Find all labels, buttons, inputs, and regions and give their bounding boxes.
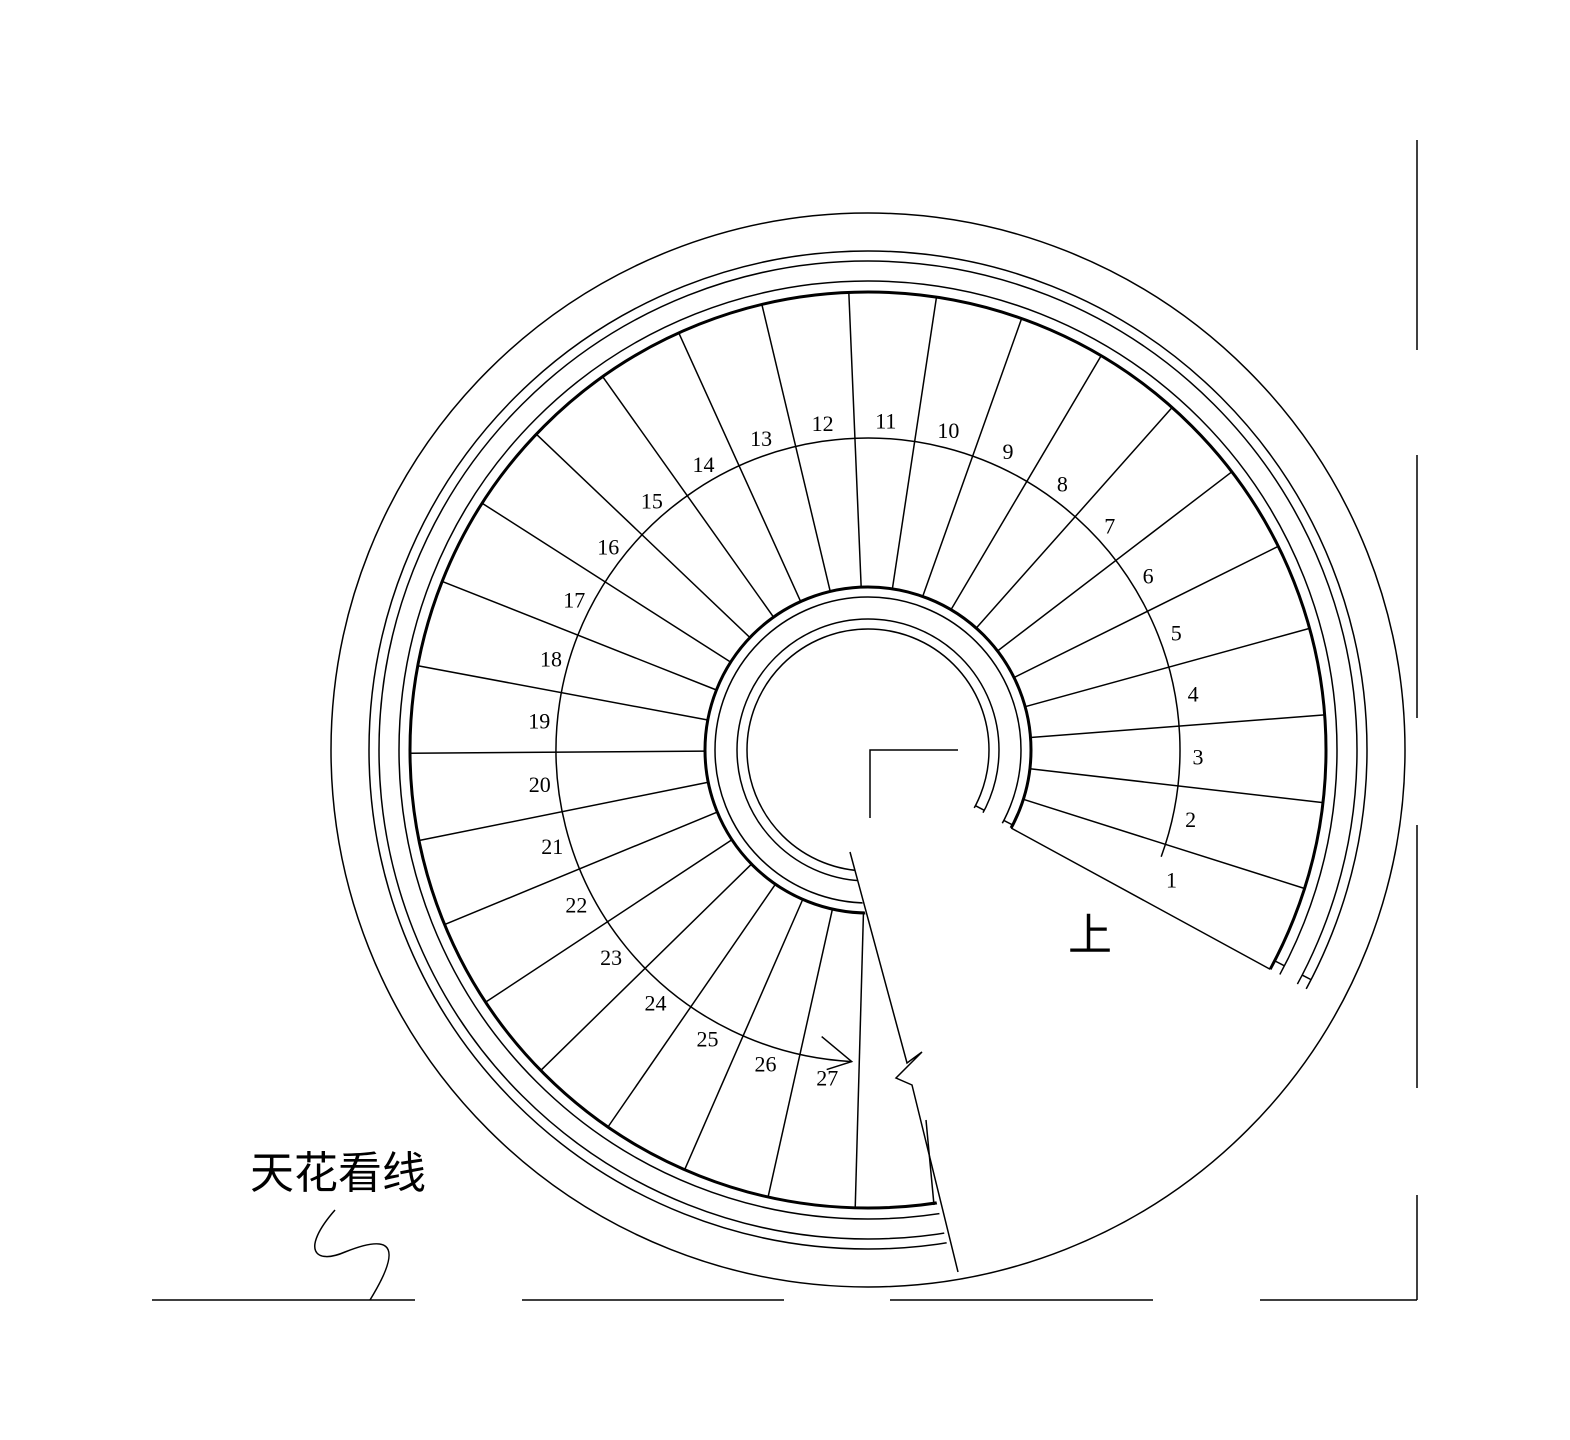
stair-rings bbox=[368, 250, 1368, 1250]
tread-line bbox=[1023, 798, 1305, 890]
walking-line bbox=[555, 437, 1181, 1071]
break-line bbox=[849, 851, 959, 1273]
ring-r499 bbox=[368, 250, 1368, 1250]
step-number-27: 27 bbox=[816, 1065, 838, 1090]
tread-line bbox=[921, 318, 1023, 597]
step-number-11: 11 bbox=[875, 408, 896, 433]
walking-line-arrow-icon bbox=[821, 1035, 854, 1071]
step-number-17: 17 bbox=[563, 588, 585, 613]
step-number-1: 1 bbox=[1166, 867, 1177, 892]
tread-line bbox=[1010, 827, 1271, 970]
step-number-25: 25 bbox=[697, 1026, 719, 1051]
tread-line bbox=[410, 750, 706, 754]
step-number-9: 9 bbox=[1002, 439, 1013, 464]
ring-r489 bbox=[378, 260, 1358, 1240]
ring-r131 bbox=[736, 618, 1000, 882]
tread-line bbox=[444, 811, 718, 926]
ring-r153 bbox=[714, 596, 1022, 904]
ring-r163 bbox=[703, 585, 1033, 915]
tread-line bbox=[1030, 714, 1325, 739]
tread-line bbox=[485, 839, 733, 1003]
step-number-13: 13 bbox=[750, 426, 772, 451]
rail-end-cap bbox=[1274, 960, 1285, 967]
tread-line bbox=[1024, 627, 1310, 708]
step-number-24: 24 bbox=[644, 990, 666, 1015]
tread-line bbox=[441, 580, 717, 691]
tread-line bbox=[602, 376, 775, 618]
step-number-7: 7 bbox=[1104, 513, 1115, 538]
up-label: 上 bbox=[1068, 910, 1112, 961]
center-mark bbox=[869, 749, 958, 818]
tread-line bbox=[418, 781, 709, 842]
ring-r458 bbox=[408, 290, 1328, 1210]
rail-end-cap bbox=[1301, 974, 1312, 981]
step-number-4: 4 bbox=[1188, 681, 1199, 706]
ceiling-line-label: 天花看线 bbox=[250, 1148, 426, 1199]
walking-line-arc bbox=[555, 437, 1181, 1063]
step-number-5: 5 bbox=[1171, 620, 1182, 645]
step-number-2: 2 bbox=[1185, 807, 1196, 832]
step-number-16: 16 bbox=[597, 534, 619, 559]
ceiling-line-squiggle bbox=[314, 1209, 390, 1301]
tread-line bbox=[848, 292, 862, 588]
step-number-14: 14 bbox=[692, 452, 714, 477]
tread-line bbox=[1029, 767, 1324, 804]
step-number-23: 23 bbox=[600, 945, 622, 970]
tread-line bbox=[417, 665, 708, 721]
step-number-8: 8 bbox=[1057, 471, 1068, 496]
step-number-3: 3 bbox=[1192, 744, 1203, 769]
tread-line bbox=[761, 304, 831, 592]
ring-r469 bbox=[398, 280, 1338, 1220]
tread-line bbox=[683, 899, 804, 1170]
step-number-22: 22 bbox=[565, 892, 587, 917]
tread-line bbox=[678, 332, 802, 602]
step-number-19: 19 bbox=[528, 709, 550, 734]
tread-line bbox=[1013, 545, 1279, 679]
step-number-12: 12 bbox=[812, 411, 834, 436]
rail-end-cap bbox=[975, 805, 985, 811]
step-number-21: 21 bbox=[541, 834, 563, 859]
step-number-26: 26 bbox=[754, 1052, 776, 1077]
outer-wall-circle bbox=[330, 212, 1406, 1288]
tread-line bbox=[950, 355, 1102, 611]
tread-line bbox=[540, 863, 753, 1071]
last-tread-edge bbox=[925, 1119, 935, 1206]
tread-line bbox=[891, 297, 938, 589]
tread-line bbox=[997, 471, 1233, 652]
step-numbers: 1234567891011121314151617181920212223242… bbox=[528, 408, 1203, 1090]
stair-treads bbox=[410, 292, 1325, 1208]
tread-line bbox=[607, 883, 777, 1128]
tread-line bbox=[535, 433, 751, 639]
rail-end-cap bbox=[1003, 819, 1014, 826]
tread-line bbox=[767, 908, 834, 1198]
tread-line bbox=[481, 502, 732, 663]
tread-line bbox=[854, 912, 865, 1208]
tread-line bbox=[975, 407, 1173, 629]
step-number-20: 20 bbox=[529, 772, 551, 797]
step-number-18: 18 bbox=[540, 646, 562, 671]
step-number-15: 15 bbox=[641, 489, 663, 514]
step-number-10: 10 bbox=[937, 418, 959, 443]
step-number-6: 6 bbox=[1143, 564, 1154, 589]
